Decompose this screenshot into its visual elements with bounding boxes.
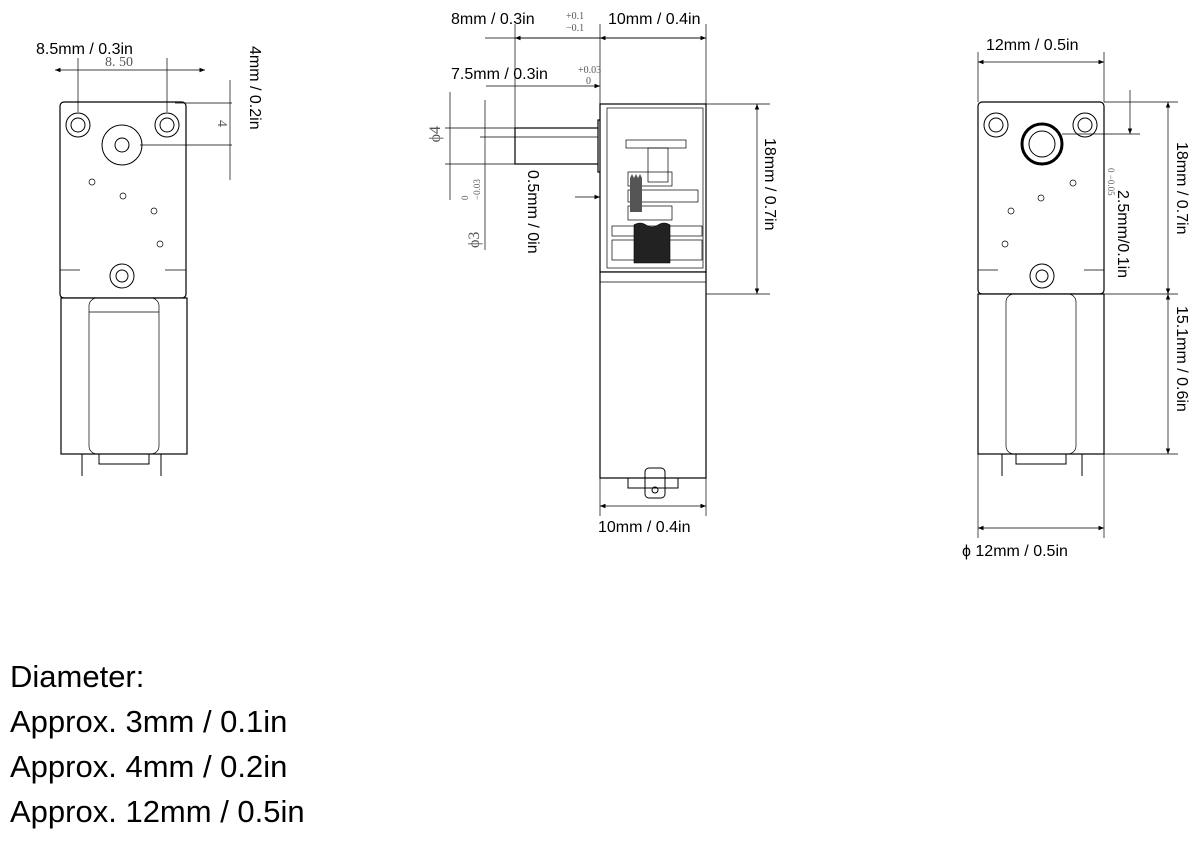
side-dim-flat-dia-tol-minus: −0.03 xyxy=(472,179,482,200)
back-dim-width: 12mm / 0.5in xyxy=(986,37,1078,54)
diameter-specs: Diameter: Approx. 3mm / 0.1in Approx. 4m… xyxy=(10,654,305,834)
side-dim-flat-depth: 0.5mm / 0in xyxy=(524,170,541,254)
side-dim-flat-length: 7.5mm / 0.3in xyxy=(451,66,548,83)
specs-heading: Diameter: xyxy=(10,659,145,694)
back-view: 12mm / 0.5in 2.5mm/0.1in 0 −0.05 18mm / … xyxy=(962,37,1190,560)
back-dim-motor-length: 15.1mm / 0.6in xyxy=(1173,306,1190,412)
front-gearbox-plate xyxy=(59,101,187,299)
side-output-shaft xyxy=(514,127,606,165)
spec-line-4mm: Approx. 4mm / 0.2in xyxy=(10,749,288,784)
front-dim-width: 8.5mm / 0.3in xyxy=(36,41,133,58)
gear-train-icon xyxy=(611,139,703,264)
side-dim-shaft-length-tol-plus: +0.1 xyxy=(566,11,584,22)
side-motor-body xyxy=(599,271,707,479)
back-dim-shaft-offset-tol: 0 −0.05 xyxy=(1106,168,1116,196)
front-motor-body xyxy=(60,297,188,455)
spec-line-12mm: Approx. 12mm / 0.5in xyxy=(10,794,305,829)
side-dim-shaft-dia-cad: ϕ4 xyxy=(427,126,444,142)
front-dim-offset: 4mm / 0.2in xyxy=(246,46,263,130)
side-view: 8mm / 0.3in +0.1 −0.1 10mm / 0.4in 7.5mm… xyxy=(427,11,778,536)
side-dim-gearbox-height: 18mm / 0.7in xyxy=(761,138,778,230)
back-motor-body xyxy=(977,293,1105,455)
side-dim-shaft-length: 8mm / 0.3in xyxy=(451,11,535,28)
side-dim-flat-dia-cad: ϕ3 xyxy=(466,232,483,248)
side-dim-motor-width: 10mm / 0.4in xyxy=(598,519,690,536)
back-dim-diameter: ϕ 12mm / 0.5in xyxy=(962,543,1068,560)
side-dim-flat-length-tol-plus: +0.03 xyxy=(578,65,601,76)
side-dim-flat-dia-tol-plus: 0 xyxy=(460,195,470,200)
side-dim-shaft-length-tol-minus: −0.1 xyxy=(566,23,584,34)
back-dim-shaft-offset: 2.5mm/0.1in xyxy=(1114,190,1131,278)
spec-line-3mm: Approx. 3mm / 0.1in xyxy=(10,704,288,739)
back-dim-gearbox-height: 18mm / 0.7in xyxy=(1173,142,1190,234)
side-dim-flat-length-tol-minus: 0 xyxy=(586,76,591,87)
technical-drawing: 8.5mm / 0.3in 8. 50 4 4mm / 0.2in xyxy=(36,11,1190,560)
front-dim-width-cad: 8. 50 xyxy=(105,55,133,70)
front-dim-offset-cad: 4 xyxy=(214,120,229,127)
side-dim-gearbox-length: 10mm / 0.4in xyxy=(608,11,700,28)
front-view: 8.5mm / 0.3in 8. 50 4 4mm / 0.2in xyxy=(36,41,263,476)
back-shaft-bore-icon xyxy=(1020,122,1064,166)
